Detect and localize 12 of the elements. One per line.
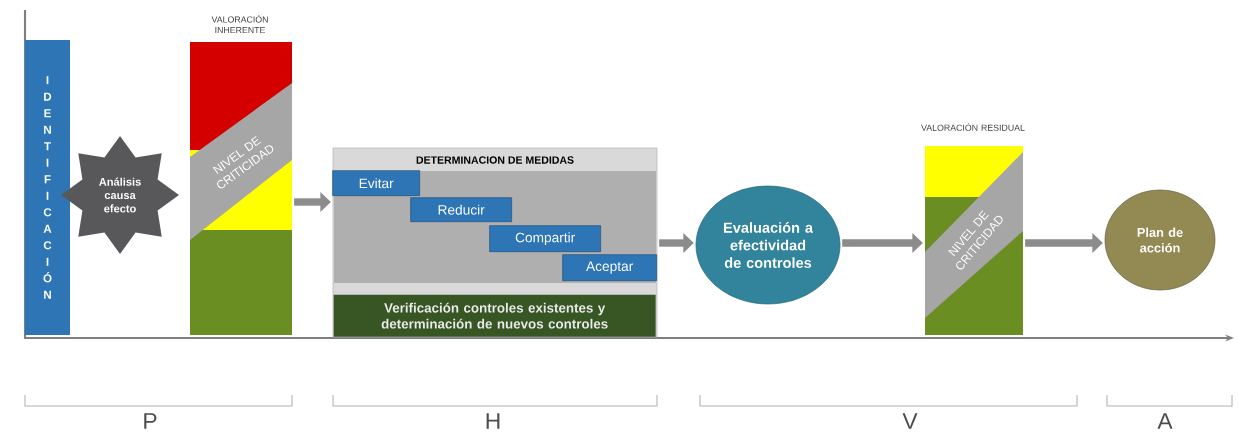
step-box: Aceptar [562, 254, 657, 281]
phase-label: A [1157, 413, 1173, 429]
step-box: Compartir [489, 225, 601, 252]
controls-box: Verificación controles existentes y determinación de nuevos controles [333, 294, 656, 337]
bar-heading: VALORACIÓN RESIDUAL [921, 123, 1025, 131]
step-box: Reducir [410, 197, 512, 222]
phase-label: H [486, 413, 500, 429]
step-box: Evitar [332, 170, 420, 196]
bar-heading: VALORACIÓN INHERENTE [211, 14, 268, 34]
phase-label: P [144, 413, 157, 429]
phase-label: V [902, 413, 918, 429]
identification-bar: IDENTIFICACIÓN [25, 40, 70, 335]
